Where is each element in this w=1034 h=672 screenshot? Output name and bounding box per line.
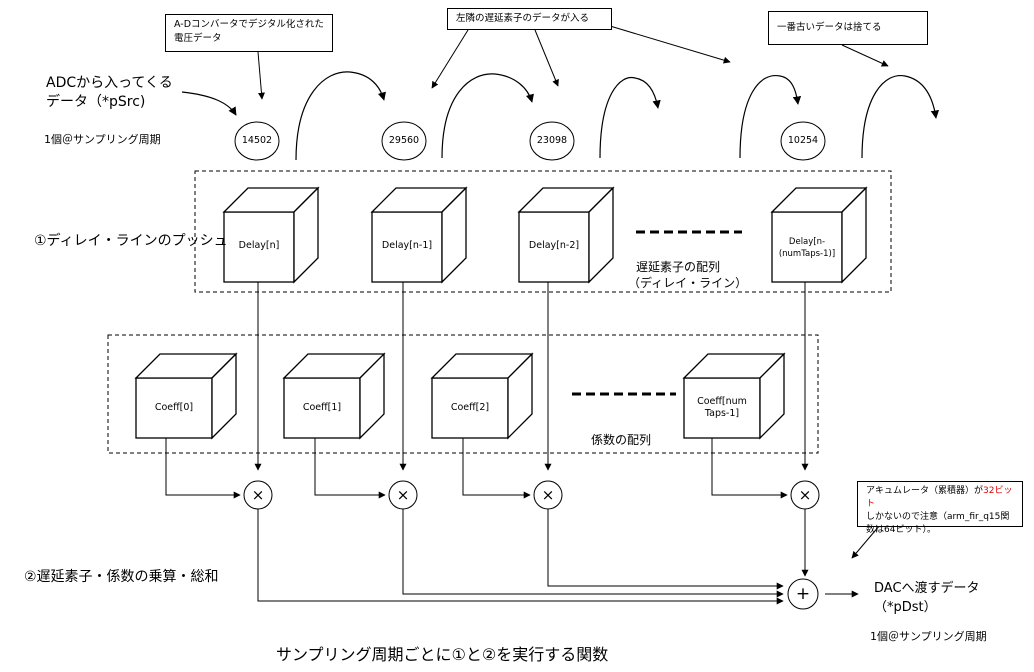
sample-circles bbox=[234, 121, 826, 161]
shift-arrow bbox=[295, 71, 386, 161]
sum-node bbox=[787, 578, 819, 610]
delay-cube bbox=[517, 186, 615, 284]
input-label-line2: データ（*pSrc) bbox=[46, 94, 146, 110]
delay-label: Delay[n-1] bbox=[381, 240, 433, 251]
output-label-line2: （*pDst） bbox=[874, 600, 937, 615]
oldest-callout: 一番古いデータは捨てる bbox=[768, 11, 928, 45]
delay-label: Delay[n] bbox=[238, 240, 280, 251]
multiply-symbol: × bbox=[396, 486, 410, 504]
shift-arrow bbox=[441, 73, 534, 159]
ellipsis-dashes bbox=[572, 230, 742, 396]
coeff-cube bbox=[430, 352, 534, 440]
delay-cubes bbox=[222, 186, 868, 284]
delay-taps bbox=[254, 282, 809, 471]
output-label-line1: DACへ渡すデータ bbox=[874, 581, 980, 596]
multiply-symbol: × bbox=[251, 486, 265, 504]
input-rate: 1個＠サンプリング周期 bbox=[44, 133, 161, 146]
coeff-cube bbox=[682, 352, 786, 440]
coeff-feeds bbox=[165, 438, 788, 499]
delay-cube bbox=[370, 186, 468, 284]
delay-cube bbox=[222, 186, 320, 284]
diagram-title: サンプリング周期ごとに①と②を実行する関数 bbox=[276, 645, 609, 664]
shift-arrows bbox=[181, 71, 940, 161]
accumulator-text-red: 32ビット bbox=[866, 486, 1013, 509]
coeff-label: Coeff[num Taps-1] bbox=[697, 396, 747, 419]
adc-callout: A-Dコンバータでデジタル化された 電圧データ bbox=[165, 14, 333, 52]
multiply-symbol: × bbox=[541, 486, 555, 504]
delay-label: Delay[n- (numTaps-1)] bbox=[778, 237, 836, 259]
coeff-label: Coeff[2] bbox=[450, 402, 490, 413]
output-rate: 1個＠サンプリング周期 bbox=[870, 630, 987, 643]
delay-label: Delay[n-2] bbox=[528, 240, 580, 251]
delay-line-caption-1: 遅延素子の配列 bbox=[636, 260, 721, 274]
multipliers bbox=[243, 480, 820, 510]
sample-circle bbox=[381, 121, 427, 161]
sample-value: 23098 bbox=[536, 135, 568, 146]
multiply-symbol: × bbox=[798, 486, 812, 504]
delay-line-group bbox=[194, 170, 892, 293]
sample-value: 29560 bbox=[388, 135, 420, 146]
step1-label: ①ディレイ・ラインのプッシュ bbox=[34, 233, 228, 249]
coeff-label: Coeff[0] bbox=[154, 402, 194, 413]
input-arrow bbox=[181, 91, 237, 116]
coeff-cube bbox=[282, 352, 386, 440]
coeff-array-caption: 係数の配列 bbox=[591, 433, 652, 447]
left-neighbor-callout: 左隣の遅延素子のデータが入る bbox=[447, 8, 612, 30]
coeff-cubes bbox=[134, 352, 786, 440]
delay-cube bbox=[770, 186, 868, 284]
shift-arrow bbox=[599, 76, 661, 159]
sum-feeds bbox=[257, 509, 809, 605]
delay-line-caption-2: （ディレイ・ライン） bbox=[628, 276, 748, 290]
sample-value: 14502 bbox=[241, 135, 273, 146]
discard-arrow bbox=[861, 74, 940, 159]
shift-arrow bbox=[739, 74, 802, 159]
sample-circle bbox=[529, 121, 575, 161]
input-label-line1: ADCから入ってくる bbox=[46, 75, 173, 91]
accumulator-callout: アキュムレータ（累積器）が32ビットしかないので注意（arm_fir_q15関数… bbox=[857, 481, 1023, 535]
sample-value: 10254 bbox=[787, 135, 819, 146]
coeff-label: Coeff[1] bbox=[302, 402, 342, 413]
coeff-cube bbox=[134, 352, 238, 440]
step2-label: ②遅延素子・係数の乗算・総和 bbox=[24, 569, 219, 585]
callout-pointers bbox=[257, 25, 889, 559]
accumulator-text-pre: アキュムレータ（累積器）が bbox=[866, 486, 984, 496]
sum-symbol: + bbox=[795, 584, 811, 604]
sample-circle bbox=[780, 121, 826, 161]
accumulator-text-post: しかないので注意（arm_fir_q15関数は64ビット）。 bbox=[866, 512, 1010, 535]
sample-circle bbox=[234, 121, 280, 161]
